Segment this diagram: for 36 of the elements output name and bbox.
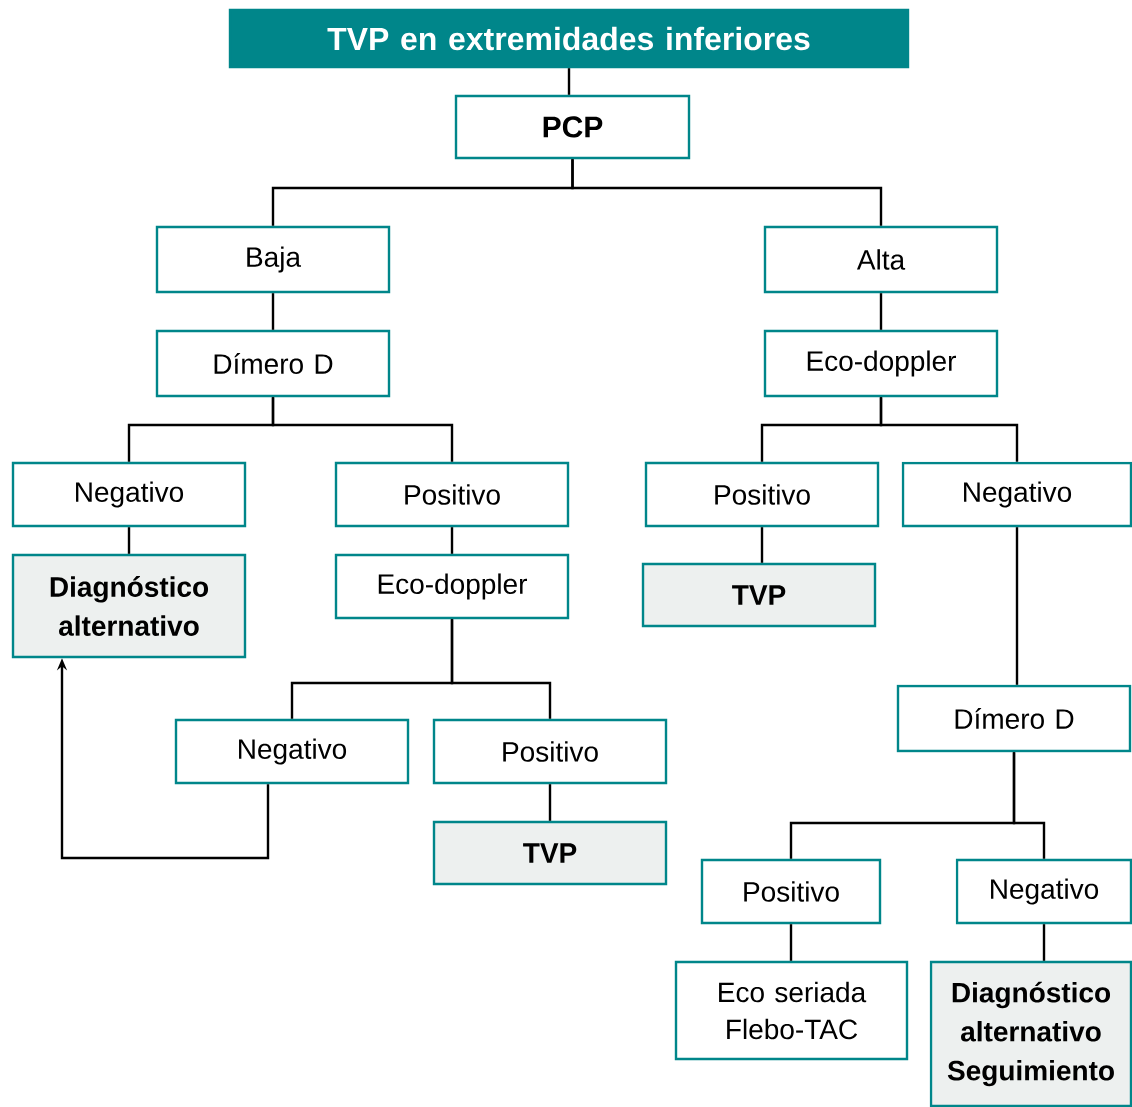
flow-box: Dímero D [896,684,1132,753]
title-banner: TVP en extremidades inferiores [228,8,910,69]
connector [571,159,883,226]
connector [127,527,131,554]
flow-box: Eco seriada Flebo-TAC [674,960,909,1061]
connector [271,397,454,462]
flow-box: Positivo [644,461,880,528]
flow-box: Baja [155,225,391,294]
connector [879,293,883,330]
flow-box: Negativo [901,461,1132,528]
connector [548,784,552,821]
flow-box: PCP [454,94,691,160]
connector [879,397,1019,462]
flow-box: Dímero D [155,329,391,398]
connector [1012,752,1046,859]
result-box: TVP [641,562,877,628]
connector [789,924,793,961]
connector [1042,924,1046,961]
flow-box: Positivo [334,461,570,528]
flow-box: Negativo [174,718,410,785]
connector [1015,527,1019,685]
flow-box: Positivo [432,718,668,785]
flow-box: Alta [763,225,999,294]
flow-box: Eco-doppler [763,329,999,398]
connector [271,293,275,330]
connector [450,619,552,719]
result-box: TVP [432,820,668,886]
connector [760,527,764,563]
result-box: Diagnóstico alternativo Seguimiento [929,960,1132,1107]
connector [450,527,454,554]
flow-box: Positivo [700,858,882,925]
flow-box: Negativo [11,461,247,528]
flow-box: Negativo [955,858,1132,925]
connector [567,68,571,95]
result-box: Diagnóstico alternativo [11,553,247,659]
flow-box: Eco-doppler [334,553,570,620]
